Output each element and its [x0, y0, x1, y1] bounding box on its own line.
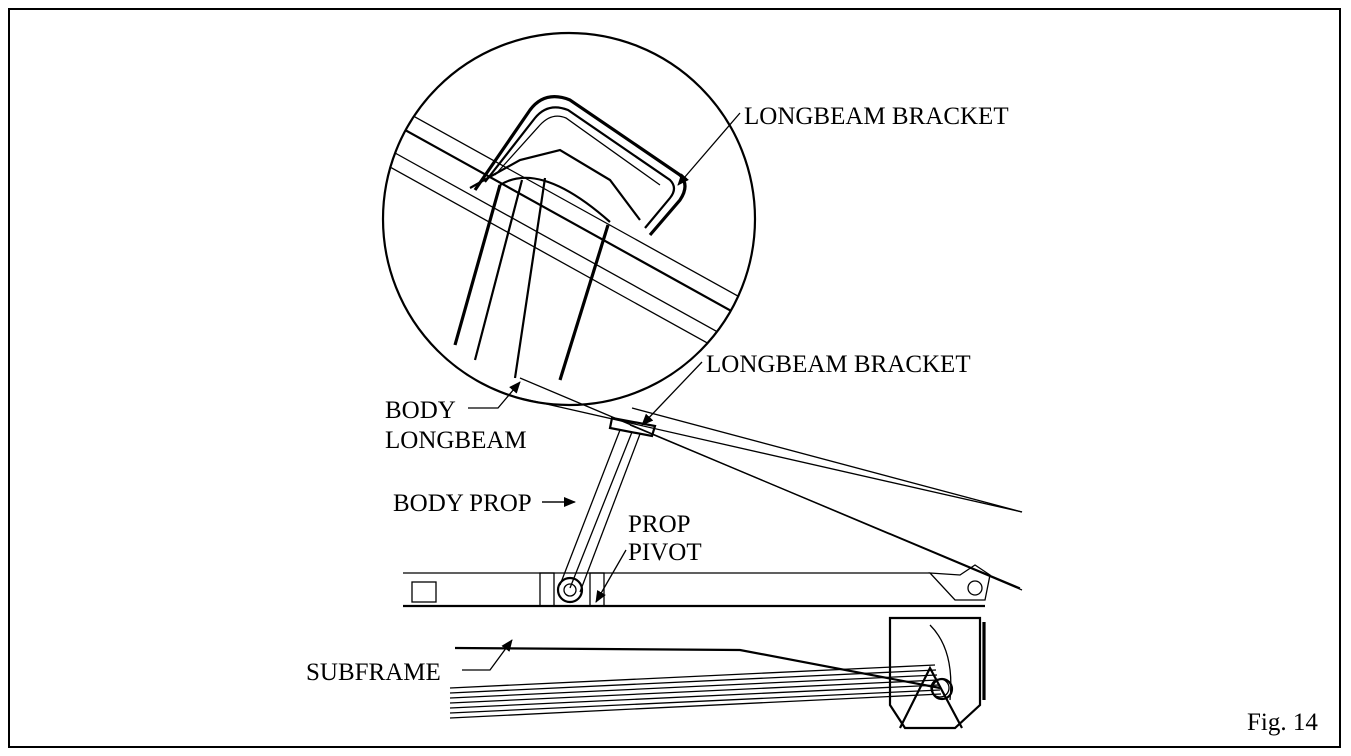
detail-circle [381, 31, 757, 407]
longbeam-bracket [608, 416, 657, 438]
figure-frame [8, 8, 1341, 748]
detail-bracket-label: LONGBEAM BRACKET [744, 103, 1009, 130]
detail-view [381, 31, 757, 407]
main-view [403, 377, 1023, 730]
leaf-spring [449, 646, 954, 719]
leader-lines [462, 112, 741, 671]
prop-pivot-label-2: PIVOT [628, 539, 702, 566]
body-longbeam-label-2: LONGBEAM [385, 427, 527, 454]
subframe [403, 564, 991, 608]
bracket-label: LONGBEAM BRACKET [706, 351, 971, 378]
figure-label: Fig. 14 [1247, 709, 1318, 736]
body-prop-label: BODY PROP [393, 490, 532, 517]
hanger-bracket [888, 616, 986, 730]
body-prop [556, 429, 641, 604]
subframe-label: SUBFRAME [306, 659, 441, 686]
body-longbeam-label-1: BODY [385, 397, 456, 424]
prop-pivot-label-1: PROP [628, 511, 691, 538]
